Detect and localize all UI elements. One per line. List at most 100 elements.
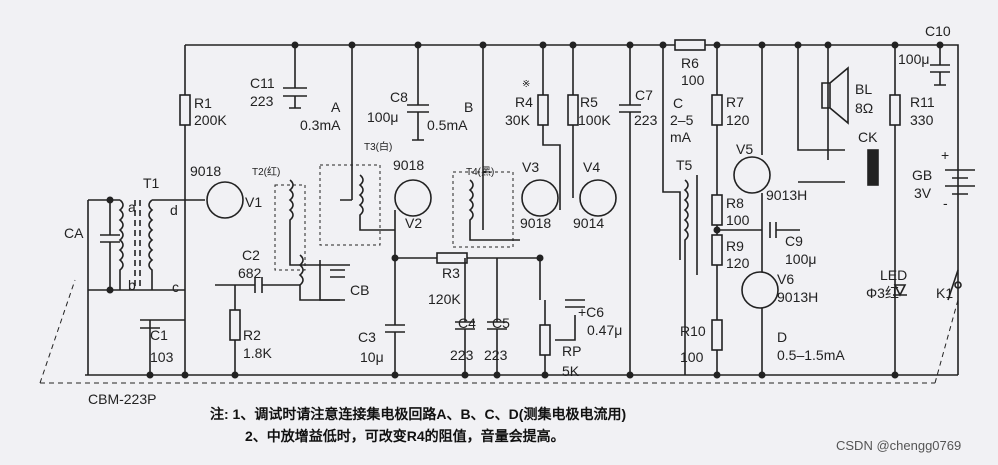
- transistor-v1: [206, 181, 244, 219]
- label-v3: V3: [522, 159, 540, 175]
- label-c2-value: 682: [238, 265, 262, 281]
- label-r1: R1: [194, 95, 212, 111]
- label-c9-value: 100μ: [785, 251, 817, 267]
- label-tap-c: c: [172, 279, 179, 295]
- label-c-current-1: 2–5: [670, 112, 694, 128]
- label-c11: C11: [250, 75, 275, 91]
- label-a: A: [331, 99, 341, 115]
- label-tap-a: a: [128, 199, 136, 215]
- label-r5-value: 100K: [578, 112, 611, 128]
- label-r3-value: 120K: [428, 291, 461, 307]
- label-b: B: [464, 99, 474, 115]
- label-c8: C8: [390, 89, 408, 105]
- label-r1-value: 200K: [194, 112, 227, 128]
- label-c: C: [673, 95, 684, 111]
- label-t5: T5: [676, 157, 693, 173]
- label-v4-type: 9014: [573, 215, 605, 231]
- label-r4: R4: [515, 94, 533, 110]
- label-v1-type: 9018: [190, 163, 222, 179]
- watermark: CSDN @chengg0769: [836, 438, 962, 453]
- transistor-v4: [579, 179, 617, 217]
- label-c2: C2: [242, 247, 260, 263]
- label-ck: CK: [858, 129, 878, 145]
- label-battery-minus: -: [943, 195, 948, 211]
- label-gb-value: 3V: [914, 185, 932, 201]
- label-d: D: [777, 329, 788, 345]
- label-c9: C9: [785, 233, 803, 249]
- label-v6-type: 9013H: [777, 289, 819, 305]
- label-r10: R10: [680, 323, 706, 339]
- label-t3: T3(白): [364, 142, 393, 153]
- label-c5-value: 223: [484, 347, 508, 363]
- label-v3-type: 9018: [520, 215, 552, 231]
- label-c3-value: 10μ: [360, 349, 384, 365]
- label-gb: GB: [912, 167, 933, 183]
- label-battery-plus: +: [941, 147, 950, 163]
- label-r6-value: 100: [681, 72, 705, 88]
- label-r2-value: 1.8K: [243, 345, 272, 361]
- label-c6-value: 0.47μ: [587, 322, 623, 338]
- label-t4: T4(黑): [466, 167, 495, 178]
- label-rp: RP: [562, 343, 582, 359]
- label-t2: T2(红): [252, 167, 281, 178]
- label-c1: C1: [150, 327, 168, 343]
- label-tap-b: b: [128, 277, 136, 293]
- label-r11: R11: [910, 94, 935, 110]
- label-k1: K1: [936, 285, 954, 301]
- label-v1: V1: [245, 194, 263, 210]
- label-r11-value: 330: [910, 112, 934, 128]
- label-r4-value: 30K: [505, 112, 530, 128]
- label-c7: C7: [635, 87, 653, 103]
- label-c7-value: 223: [634, 112, 658, 128]
- note-line-2: 2、中放增益低时，可改变R4的阻值，音量会提高。: [245, 428, 565, 444]
- transistor-v3: [521, 179, 559, 217]
- label-v5: V5: [736, 141, 754, 157]
- label-r4-mark: ※: [522, 79, 531, 90]
- label-rp-value: 5K: [562, 363, 580, 379]
- label-bl-value: 8Ω: [855, 100, 874, 116]
- label-t1: T1: [143, 175, 160, 191]
- label-r9-value: 120: [726, 255, 750, 271]
- label-cbm-223p: CBM-223P: [88, 391, 157, 407]
- label-ca: CA: [64, 225, 84, 241]
- label-c1-value: 103: [150, 349, 174, 365]
- label-r3: R3: [442, 265, 460, 281]
- label-r5: R5: [580, 94, 598, 110]
- label-r7: R7: [726, 94, 744, 110]
- label-r10-value: 100: [680, 349, 704, 365]
- label-c-current-2: mA: [670, 129, 691, 145]
- transistor-v2: [394, 179, 432, 217]
- label-d-current: 0.5–1.5mA: [777, 347, 845, 363]
- label-a-current: 0.3mA: [300, 117, 341, 133]
- label-c10: C10: [925, 23, 951, 39]
- label-c10-value: 100μ: [898, 51, 930, 67]
- label-c6: +C6: [578, 304, 605, 320]
- label-c3: C3: [358, 329, 376, 345]
- label-r6: R6: [681, 55, 699, 71]
- label-r2: R2: [243, 327, 261, 343]
- label-r9: R9: [726, 238, 744, 254]
- label-c4: C4: [458, 315, 476, 331]
- label-r7-value: 120: [726, 112, 750, 128]
- label-c4-value: 223: [450, 347, 474, 363]
- label-bl: BL: [855, 81, 873, 97]
- label-r8-value: 100: [726, 212, 750, 228]
- label-c5: C5: [492, 315, 510, 331]
- label-cb: CB: [350, 282, 370, 298]
- label-c11-value: 223: [250, 93, 274, 109]
- transistor-v6: [741, 271, 779, 309]
- note-line-1: 注: 1、调试时请注意连接集电极回路A、B、C、D(测集电极电流用): [210, 406, 627, 422]
- label-c8-value: 100μ: [367, 109, 399, 125]
- label-v5-type: 9013H: [766, 187, 808, 203]
- label-v2-type: 9018: [393, 157, 425, 173]
- label-v6: V6: [777, 271, 795, 287]
- label-tap-d: d: [170, 202, 178, 218]
- label-v2: V2: [405, 215, 423, 231]
- label-b-current: 0.5mA: [427, 117, 468, 133]
- label-v4: V4: [583, 159, 601, 175]
- positive-rail: [185, 44, 959, 375]
- transistor-v5: [733, 156, 771, 194]
- label-led: LED: [880, 267, 908, 283]
- label-r8: R8: [726, 195, 744, 211]
